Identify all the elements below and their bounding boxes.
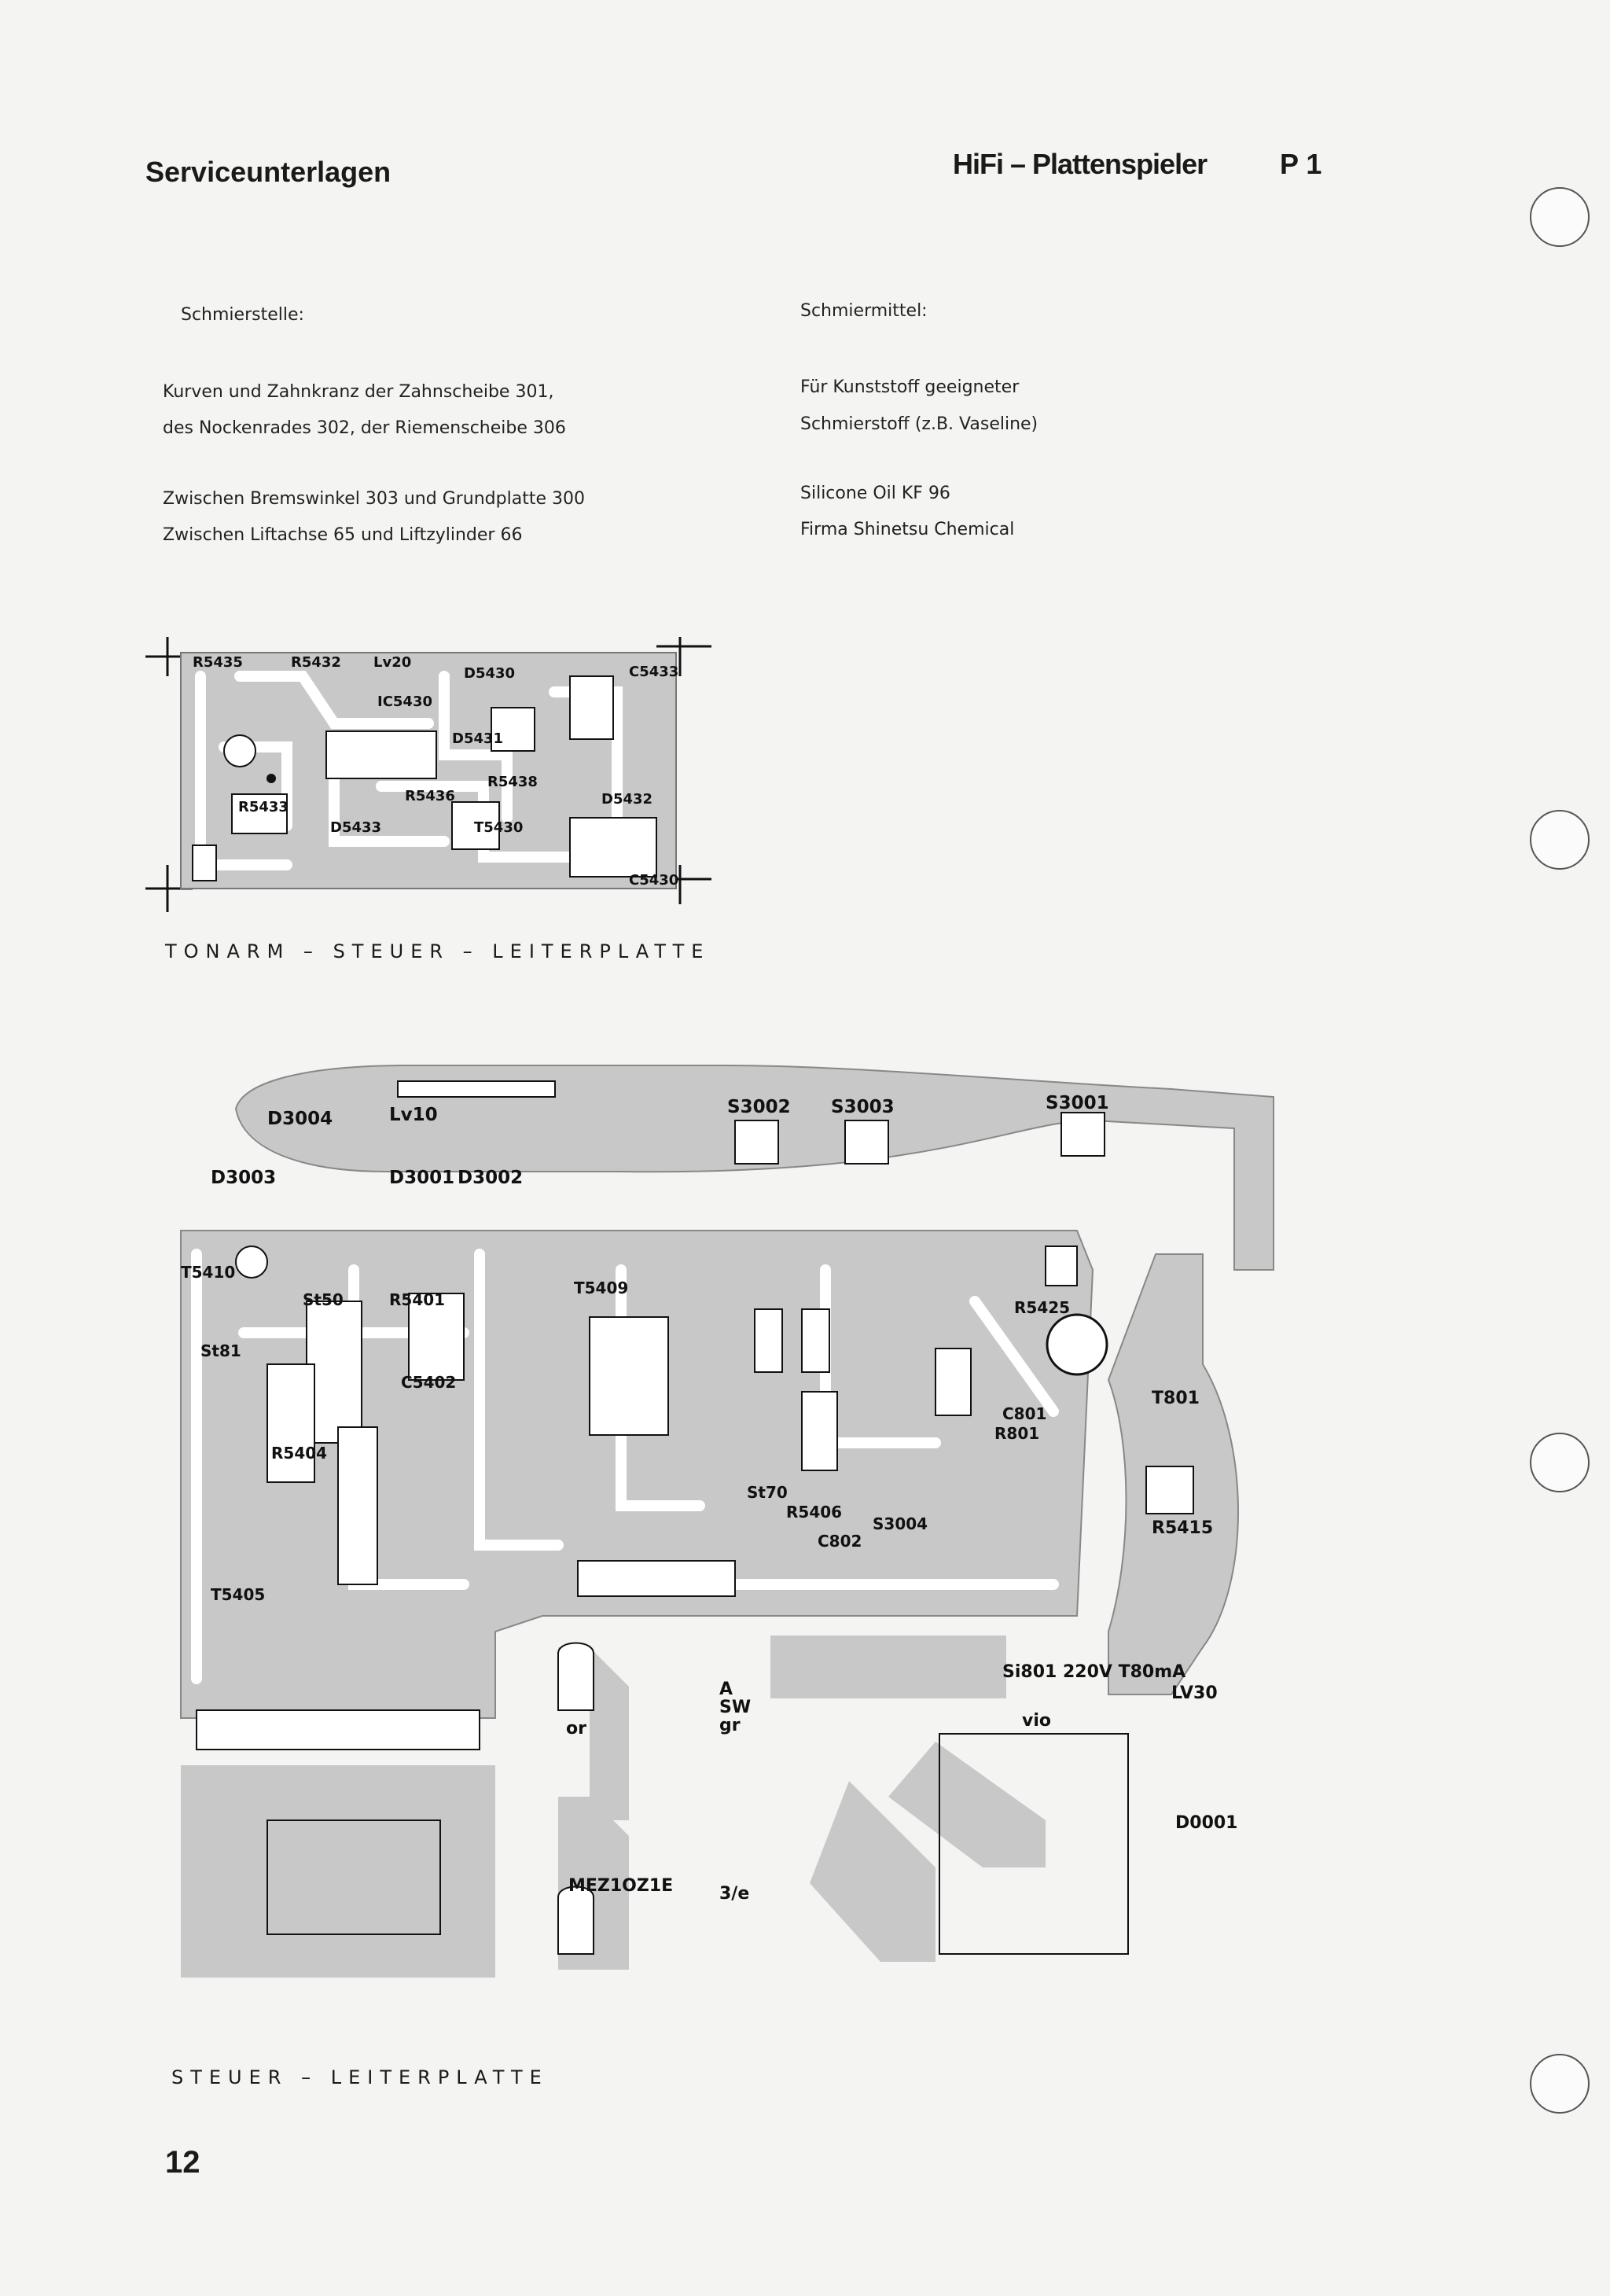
header-page-label: P 1 bbox=[1280, 148, 1322, 180]
label-sw: Si801 220V T80mA bbox=[1002, 1662, 1185, 1682]
punch-hole-upper-middle bbox=[1530, 810, 1590, 870]
page-number: 12 bbox=[165, 2145, 200, 2180]
label-r5423: R5401 bbox=[389, 1290, 445, 1309]
col2-heading: Schmiermittel: bbox=[800, 301, 928, 321]
label-d3001: D3001 bbox=[389, 1168, 454, 1188]
label-t5430: T5430 bbox=[474, 819, 523, 836]
lube-agent-2: Schmierstoff (z.B. Vaseline) bbox=[800, 414, 1038, 434]
label-lv30: LV30 bbox=[1171, 1683, 1218, 1703]
label-d3005: T801 bbox=[1152, 1389, 1200, 1408]
label-d3004: D3004 bbox=[267, 1109, 333, 1129]
label-c801: St70 bbox=[747, 1483, 788, 1502]
label-r5433: R5433 bbox=[238, 799, 289, 815]
steuer-circuit-board-diagram: D3004 Lv10 S3002 S3003 S3001 D3003 D3001… bbox=[180, 1065, 1274, 1978]
label-lv20: Lv20 bbox=[373, 654, 411, 671]
label-r5435: R5435 bbox=[193, 654, 243, 671]
label-s3002: S3002 bbox=[727, 1097, 791, 1117]
tonarm-board-caption: TONARM – STEUER – LEITERPLATTE bbox=[165, 940, 711, 962]
label-c5430: C5430 bbox=[629, 872, 678, 889]
label-r5436: R5436 bbox=[405, 788, 455, 804]
tonarm-circuit-board-diagram: R5435 R5432 Lv20 D5430 IC5430 D5431 R543… bbox=[145, 637, 711, 912]
label-d3003: D3003 bbox=[211, 1168, 276, 1188]
label-si801-current: gr bbox=[719, 1716, 741, 1735]
punch-hole-bottom bbox=[1530, 2054, 1590, 2114]
label-br: or bbox=[566, 1719, 586, 1739]
label-ic5401: St50 bbox=[303, 1290, 344, 1309]
label-si801-voltage: SW bbox=[719, 1698, 751, 1717]
label-s3001: S3001 bbox=[1046, 1093, 1109, 1113]
header-left-title: Serviceunterlagen bbox=[145, 156, 391, 188]
label-d802: R801 bbox=[994, 1424, 1039, 1443]
label-c805: vio bbox=[1022, 1711, 1051, 1731]
lube-place-1: Kurven und Zahnkranz der Zahnscheibe 301… bbox=[163, 382, 554, 402]
col1-heading: Schmierstelle: bbox=[181, 305, 304, 325]
label-d5433: D5433 bbox=[330, 819, 381, 836]
label-c5433: C5433 bbox=[629, 664, 678, 680]
label-d5431: D5431 bbox=[452, 730, 503, 747]
punch-hole-top bbox=[1530, 187, 1590, 247]
label-si801: A bbox=[719, 1680, 733, 1699]
label-r5438: R5438 bbox=[487, 774, 538, 790]
label-r5407: T5405 bbox=[211, 1585, 265, 1604]
lube-place-4: Zwischen Liftachse 65 und Liftzylinder 6… bbox=[163, 525, 523, 545]
lube-agent-3: Silicone Oil KF 96 bbox=[800, 484, 950, 503]
header-right-title: HiFi – Plattenspieler bbox=[953, 148, 1208, 180]
label-ic5430: IC5430 bbox=[377, 694, 432, 710]
label-s3004: R5415 bbox=[1152, 1518, 1213, 1538]
lube-place-3: Zwischen Bremswinkel 303 und Grundplatte… bbox=[163, 489, 585, 509]
label-r803: C801 bbox=[1002, 1404, 1046, 1423]
steuer-board-caption: STEUER – LEITERPLATTE bbox=[171, 2066, 549, 2088]
label-c5401: St81 bbox=[200, 1341, 241, 1360]
lube-agent-1: Für Kunststoff geeigneter bbox=[800, 377, 1020, 397]
label-lv10: Lv10 bbox=[389, 1105, 438, 1125]
label-s3003: S3003 bbox=[831, 1097, 895, 1117]
label-d5432: D5432 bbox=[601, 791, 652, 808]
label-d0002: D0001 bbox=[1175, 1813, 1238, 1833]
lube-place-2: des Nockenrades 302, der Riemenscheibe 3… bbox=[163, 418, 566, 438]
label-ic5403: T5409 bbox=[574, 1279, 628, 1297]
label-c802: R5406 bbox=[786, 1503, 842, 1521]
punch-hole-lower-middle bbox=[1530, 1433, 1590, 1492]
label-c803: C802 bbox=[818, 1532, 862, 1551]
label-d5430: D5430 bbox=[464, 665, 515, 682]
label-c804: S3004 bbox=[873, 1514, 928, 1533]
label-si802: 3/e bbox=[719, 1884, 749, 1904]
label-r5410: R5404 bbox=[271, 1444, 327, 1463]
label-r5432: R5432 bbox=[291, 654, 341, 671]
lube-agent-4: Firma Shinetsu Chemical bbox=[800, 520, 1015, 539]
label-gl801: R5425 bbox=[1014, 1298, 1070, 1317]
label-t5410: T5410 bbox=[181, 1263, 235, 1282]
label-ic5402: C5402 bbox=[401, 1373, 456, 1392]
label-d3002: D3002 bbox=[458, 1168, 523, 1188]
label-ws: MEZ1OZ1E bbox=[568, 1876, 673, 1896]
